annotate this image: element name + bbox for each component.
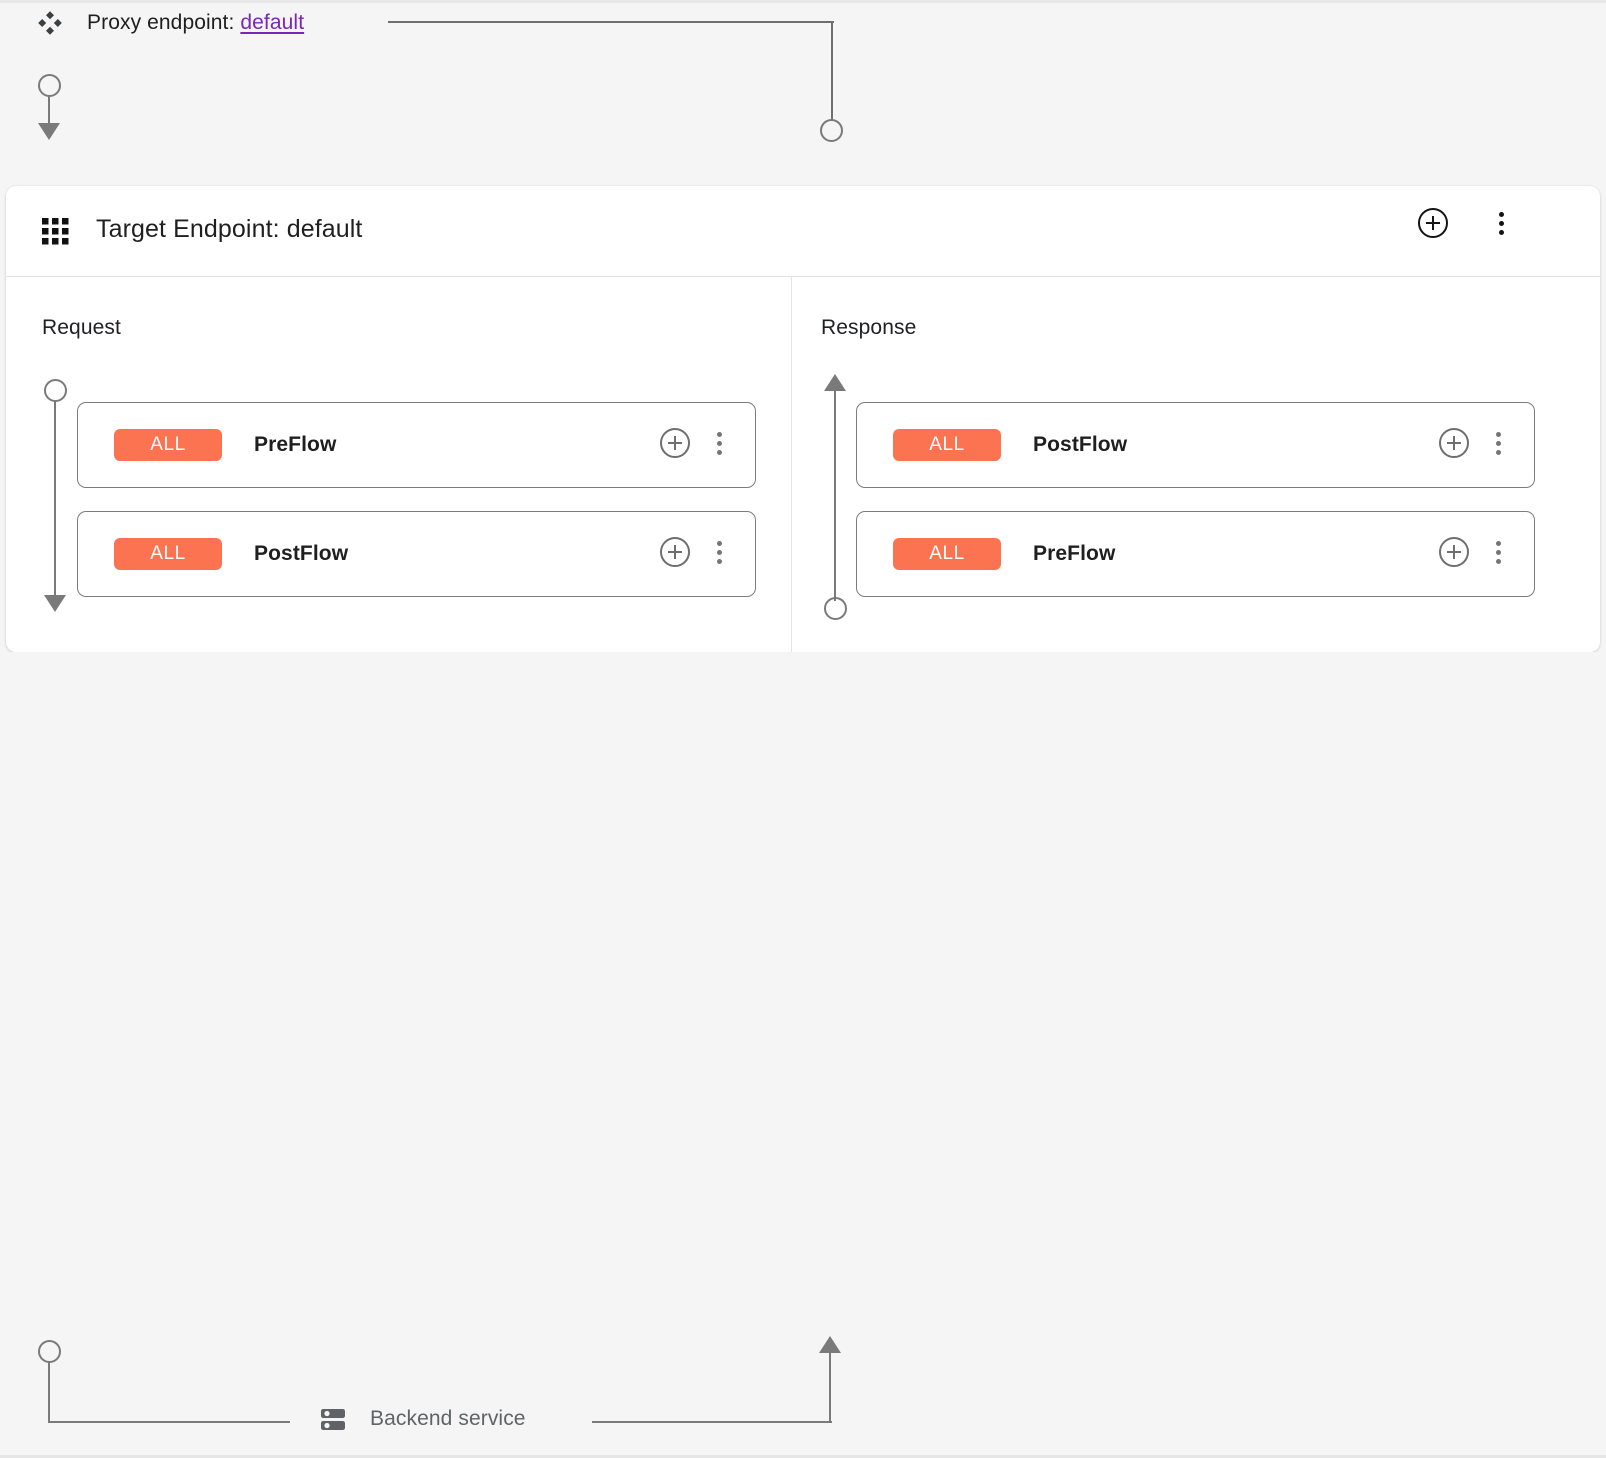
backend-response-horizontal-connector <box>592 1421 832 1423</box>
request-inflow-arrowhead <box>38 123 60 140</box>
request-rail-arrowhead <box>44 595 66 612</box>
more-vert-icon[interactable] <box>1487 537 1509 572</box>
status-badge: ALL <box>114 538 222 570</box>
backend-response-arrowhead <box>819 1336 841 1353</box>
top-edge-divider <box>0 0 1606 3</box>
more-vert-icon[interactable] <box>1487 428 1509 463</box>
proxy-endpoint-diamond-icon <box>36 9 64 37</box>
status-badge: ALL <box>114 429 222 461</box>
flow-row[interactable]: ALL PostFlow <box>856 402 1535 488</box>
plus-circle-icon[interactable] <box>1439 427 1469 463</box>
plus-circle-icon[interactable] <box>660 427 690 463</box>
status-badge: ALL <box>893 429 1001 461</box>
flow-name: PreFlow <box>1033 542 1116 565</box>
proxy-to-target-vertical-connector <box>831 21 833 121</box>
column-title-request: Request <box>42 316 121 339</box>
proxy-endpoint-label: Proxy endpoint: default <box>87 11 304 35</box>
status-badge: ALL <box>893 538 1001 570</box>
response-outflow-node <box>820 119 843 142</box>
more-vert-icon[interactable] <box>708 537 730 572</box>
backend-service: Backend service <box>318 1404 526 1434</box>
response-rail-arrowhead <box>824 374 846 391</box>
proxy-endpoint-region: Proxy endpoint: default <box>0 0 1606 186</box>
page-title: Target Endpoint: default <box>96 215 363 243</box>
flow-name: PostFlow <box>254 542 349 565</box>
flow-row[interactable]: ALL PreFlow <box>856 511 1535 597</box>
flow-name: PreFlow <box>254 433 337 456</box>
add-flow-button[interactable] <box>1418 208 1448 243</box>
proxy-to-target-horizontal-connector <box>388 21 834 23</box>
proxy-endpoint-header: Proxy endpoint: default <box>36 6 304 40</box>
backend-request-vertical-connector <box>48 1361 50 1423</box>
target-endpoint-card: Target Endpoint: default Request Respons… <box>6 186 1600 652</box>
request-inflow-line <box>48 96 50 128</box>
flow-row[interactable]: ALL PostFlow <box>77 511 756 597</box>
more-vert-icon[interactable] <box>708 428 730 463</box>
backend-service-region: Backend service <box>0 652 1606 1458</box>
request-rail-start-node <box>44 379 67 402</box>
proxy-endpoint-link[interactable]: default <box>240 11 305 34</box>
response-rail-line <box>834 389 836 601</box>
server-icon <box>318 1404 348 1434</box>
target-endpoint-menu-button[interactable] <box>1490 208 1512 243</box>
request-inflow-node <box>38 74 61 97</box>
grid-apps-icon <box>41 217 70 246</box>
request-rail-line <box>54 401 56 601</box>
backend-request-horizontal-connector <box>48 1421 290 1423</box>
column-divider <box>791 277 792 652</box>
target-endpoint-card-header: Target Endpoint: default <box>6 186 1600 277</box>
flow-name: PostFlow <box>1033 433 1128 456</box>
column-title-response: Response <box>821 316 917 339</box>
plus-circle-icon[interactable] <box>1439 536 1469 572</box>
plus-circle-icon[interactable] <box>660 536 690 572</box>
backend-service-label: Backend service <box>370 1407 526 1430</box>
backend-response-vertical-connector <box>829 1352 831 1423</box>
flow-row[interactable]: ALL PreFlow <box>77 402 756 488</box>
backend-request-node <box>38 1340 61 1363</box>
response-rail-start-node <box>824 597 847 620</box>
proxy-endpoint-prefix: Proxy endpoint: <box>87 11 235 34</box>
